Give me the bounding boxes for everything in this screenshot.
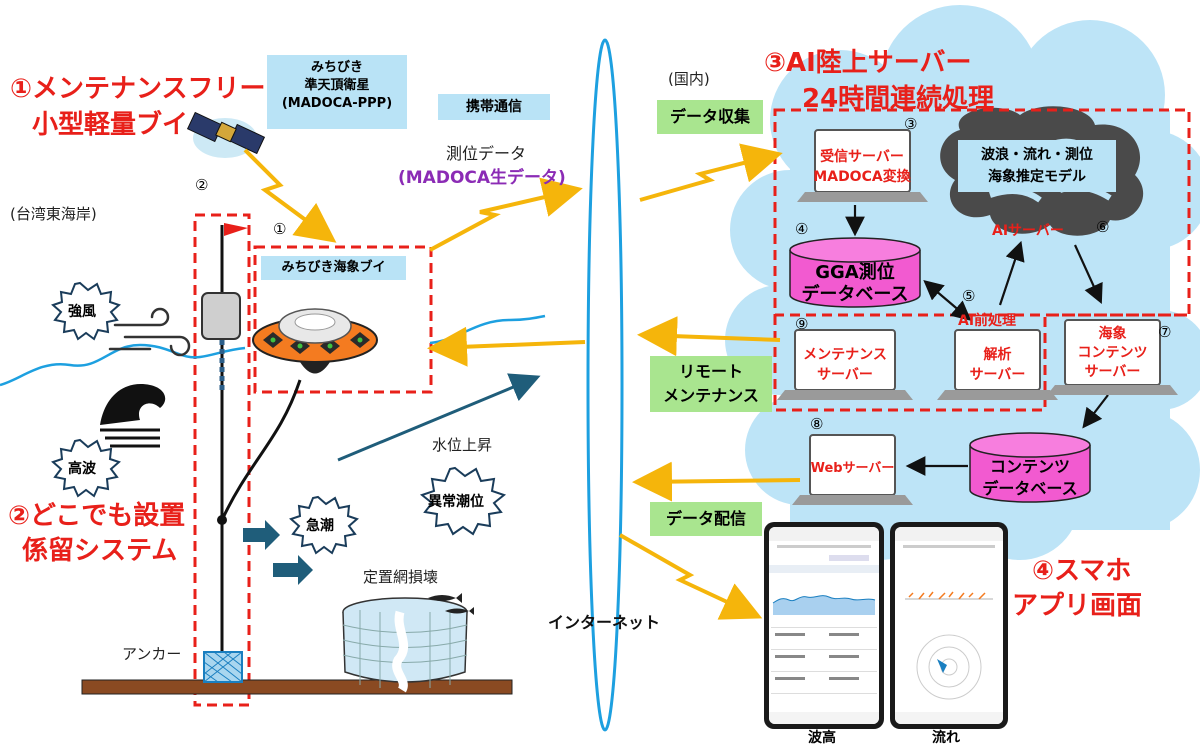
- wave-app-screen: [769, 527, 879, 724]
- maintenance-server-laptop: [777, 329, 913, 400]
- rapid-current-text: 急潮: [306, 518, 334, 534]
- high-wave-burst: [51, 438, 121, 498]
- abnormal-tide-text: 異常潮位: [428, 494, 484, 510]
- internet-ellipse: [586, 38, 624, 732]
- domestic-label: (国内): [668, 70, 710, 88]
- marker-9: ⑨: [795, 315, 809, 333]
- buoy-to-internet-arrow: [429, 177, 583, 252]
- buoy-label: みちびき海象ブイ: [261, 256, 406, 280]
- anchor-text: アンカー: [122, 645, 182, 663]
- ai-preprocess-text: AI前処理: [958, 313, 1017, 329]
- title-small-buoy: 小型軽量ブイ: [32, 110, 189, 140]
- data-collection-arrow: [639, 143, 783, 202]
- marker-7: ⑦: [1158, 323, 1172, 341]
- sensor-box: [201, 292, 241, 340]
- flag-icon: [224, 223, 248, 236]
- title-maintenance-free: ①メンテナンスフリー: [10, 74, 266, 104]
- wind-icon: [108, 307, 191, 357]
- net-damage-text: 定置網損壊: [363, 568, 439, 586]
- strong-wind-burst: [51, 281, 121, 341]
- current-arrows: [243, 520, 313, 585]
- receive-server-laptop: [797, 129, 928, 202]
- seabed: [81, 679, 513, 695]
- title-smartphone: ④スマホ: [1032, 556, 1132, 586]
- buoy-icon: [252, 308, 378, 374]
- title-ai-server: ③AI陸上サーバー: [764, 48, 972, 78]
- mobile-comm-label: 携帯通信: [438, 94, 550, 120]
- analysis-server-text: 解析 サーバー: [969, 347, 1026, 383]
- flow-caption: 流れ: [932, 730, 960, 746]
- marker-4: ④: [795, 220, 809, 238]
- phone-flow: [890, 522, 1008, 729]
- marker-3: ③: [904, 115, 918, 133]
- content-server-text: 海象 コンテンツ サーバー: [1077, 326, 1148, 380]
- analysis-server-laptop: [937, 329, 1058, 400]
- taiwan-label: (台湾東海岸): [10, 205, 97, 223]
- content-database-text: コンテンツ データベース: [982, 457, 1078, 498]
- fixed-net-icon: [342, 593, 474, 693]
- buoy-dashed-box: [253, 245, 433, 394]
- marker-6: ⑥: [1096, 218, 1110, 236]
- title-app-screen: アプリ画面: [1012, 591, 1143, 621]
- title-24h-processing: 24時間連続処理: [802, 84, 995, 114]
- remote-maintenance-label: リモート メンテナンス: [650, 356, 772, 412]
- satellite-to-buoy-arrow: [243, 148, 337, 243]
- content-server-laptop: [1047, 319, 1178, 395]
- water-rise-arrow: [337, 373, 541, 462]
- positioning-data-label: 測位データ: [446, 144, 527, 163]
- marker-2-pole: ②: [195, 176, 209, 194]
- high-wave-text: 高波: [68, 461, 96, 477]
- wave-icon: [100, 384, 166, 448]
- marker-8: ⑧: [810, 415, 824, 433]
- phone-wave-height: [764, 522, 884, 729]
- remote-maintenance-arrow-right: [637, 316, 781, 357]
- strong-wind-text: 強風: [68, 304, 96, 320]
- satellite-label: みちびき 準天頂衛星 (MADOCA-PPP): [267, 55, 407, 129]
- abnormal-tide-burst: [419, 466, 507, 536]
- web-server-laptop: [792, 434, 913, 505]
- sea-surface-left: [0, 343, 246, 387]
- wave-height-caption: 波高: [808, 730, 836, 746]
- flow-app-screen: [895, 527, 1003, 724]
- data-delivery-label: データ配信: [650, 502, 762, 536]
- ai-server-dashed-box: [773, 108, 1191, 317]
- sea-surface-right: [429, 314, 546, 345]
- ai-server-text: AIサーバー: [992, 223, 1064, 239]
- mooring-rope: [220, 379, 302, 521]
- maintenance-server-text: メンテナンス サーバー: [803, 347, 887, 383]
- madoca-raw-label: (MADOCA生データ): [398, 168, 566, 188]
- web-server-text: Webサーバー: [810, 461, 895, 476]
- marker-1-buoy: ①: [273, 220, 287, 238]
- marker-5: ⑤: [962, 287, 976, 305]
- water-rise-text: 水位上昇: [432, 436, 493, 454]
- title-mooring-system: 係留システム: [22, 536, 178, 566]
- remote-maintenance-arrow-left: [427, 326, 586, 367]
- gga-database-cylinder: [789, 237, 921, 308]
- internet-text: インターネット: [548, 613, 661, 632]
- data-delivery-arrow: [632, 461, 801, 502]
- data-collection-label: データ収集: [657, 100, 763, 134]
- model-label: 波浪・流れ・測位 海象推定モデル: [958, 140, 1116, 192]
- content-database-cylinder: [969, 432, 1091, 503]
- satellite-icon: [186, 111, 266, 158]
- rapid-current-burst: [289, 495, 359, 555]
- gga-database-text: GGA測位 データベース: [801, 262, 909, 305]
- receive-server-text: 受信サーバー MADOCA変換: [813, 149, 911, 185]
- internet-to-phone-arrow: [619, 533, 763, 620]
- title-install-anywhere: ②どこでも設置: [8, 501, 186, 531]
